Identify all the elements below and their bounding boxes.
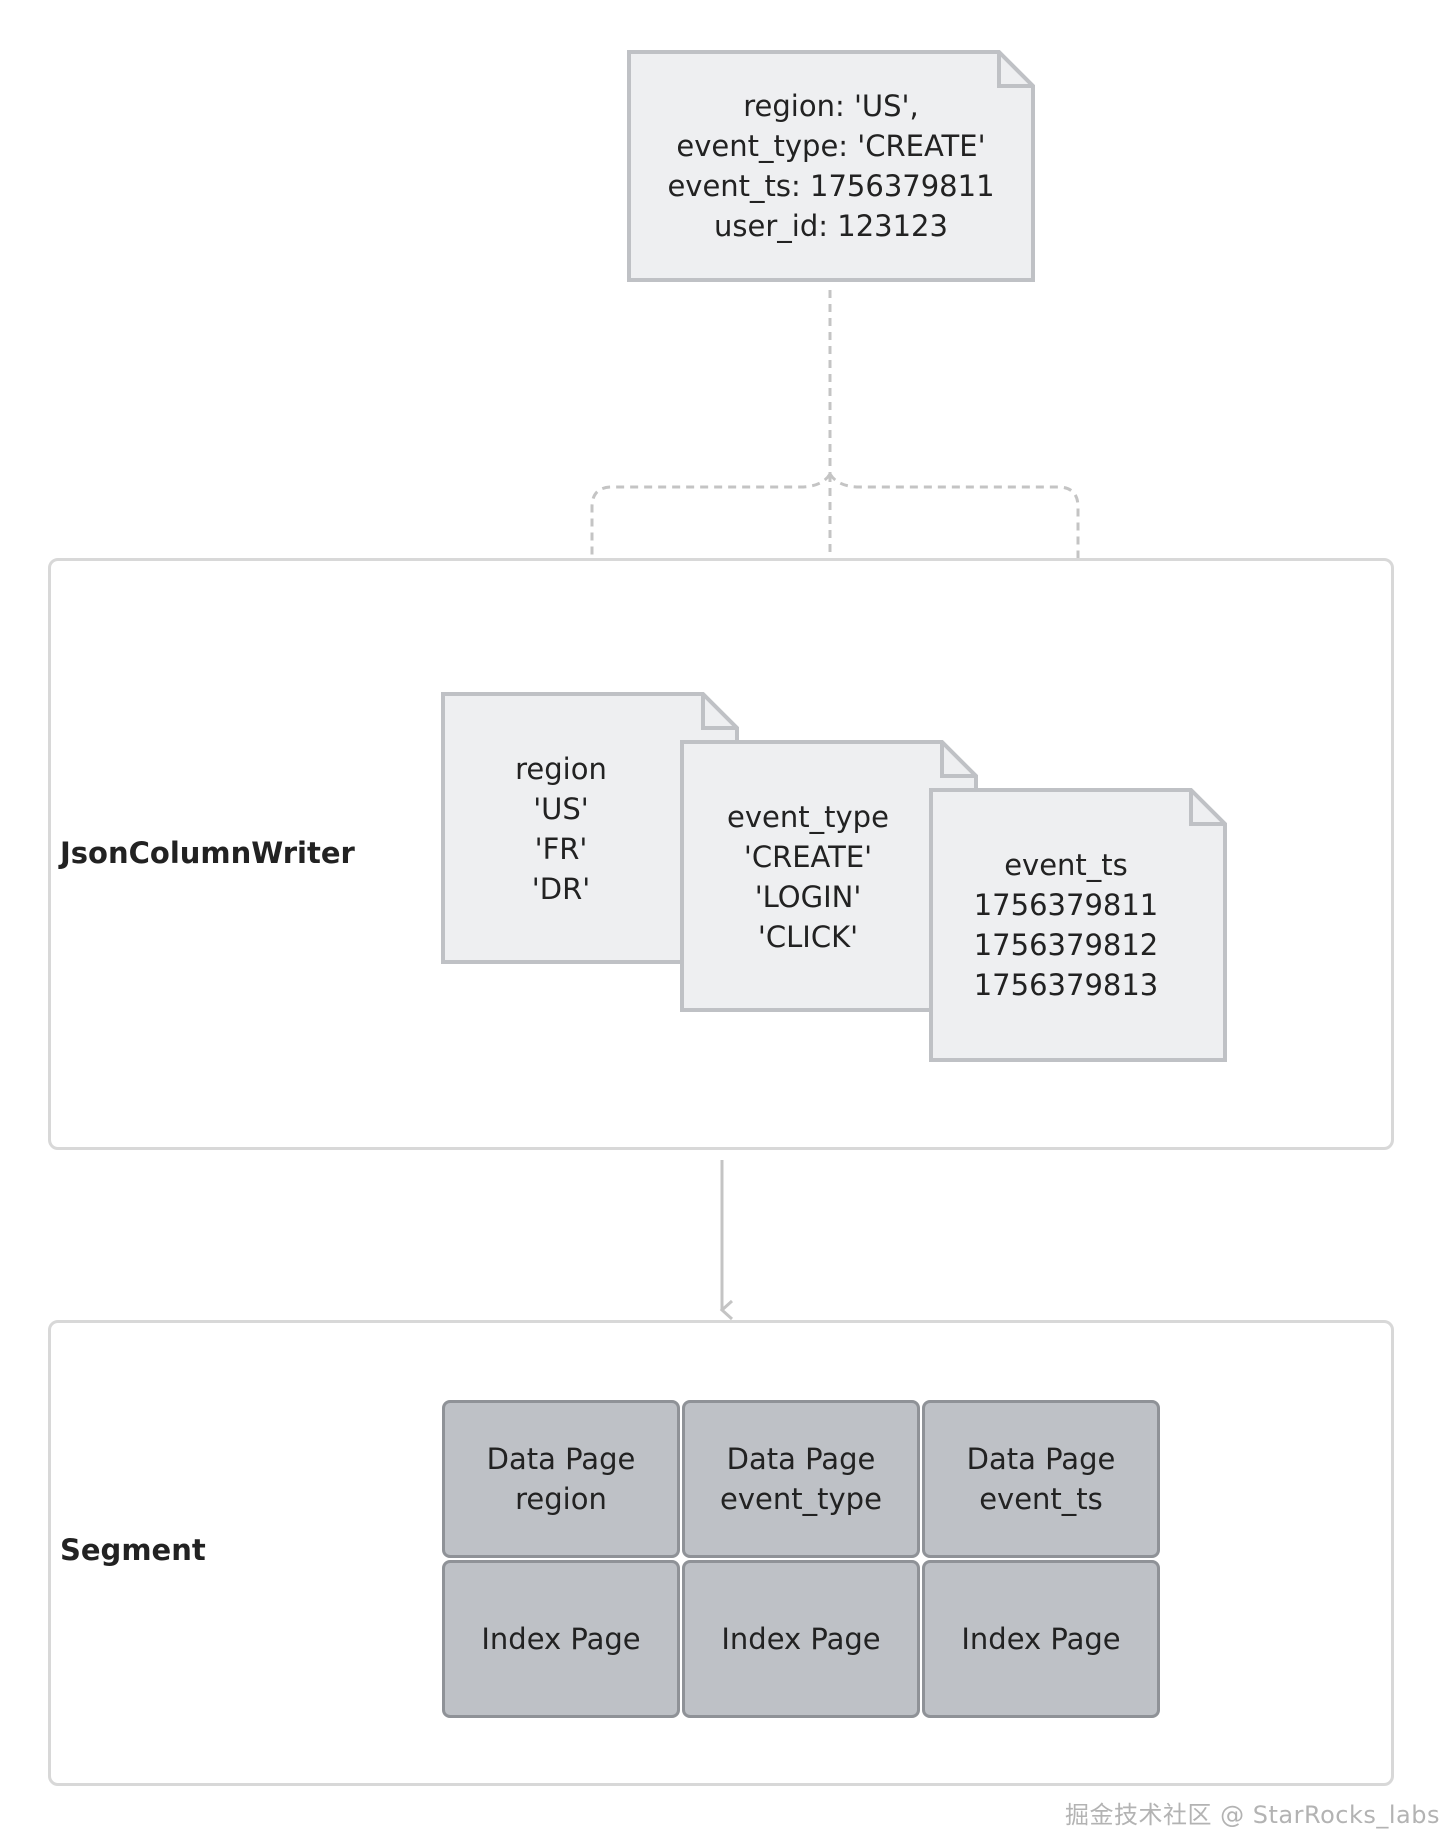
source-record-doc: region: 'US', event_type: 'CREATE' event… <box>627 50 1035 282</box>
index-page-label: Index Page <box>481 1622 641 1656</box>
source-line: event_type: 'CREATE' <box>676 129 986 163</box>
column-value: 1756379812 <box>973 928 1159 962</box>
column-value: 'CREATE' <box>743 840 873 874</box>
watermark-text: 掘金技术社区 @ StarRocks_labs <box>1065 1801 1440 1829</box>
column-value: 1756379813 <box>973 968 1159 1002</box>
index-page-event-ts: Index Page <box>922 1560 1160 1718</box>
data-page-title: Data Page <box>726 1442 876 1476</box>
writer-group-label: JsonColumnWriter <box>60 836 355 870</box>
data-page-column: event_type <box>720 1482 882 1516</box>
source-line: user_id: 123123 <box>714 209 948 243</box>
column-header: event_type <box>727 800 889 834</box>
segment-group-label: Segment <box>60 1533 206 1567</box>
column-doc-text: region 'US' 'FR' 'DR' <box>441 749 681 909</box>
doc-shape <box>627 50 1035 282</box>
column-value: 'CLICK' <box>757 920 859 954</box>
data-page-column: region <box>515 1482 607 1516</box>
index-page-label: Index Page <box>961 1622 1121 1656</box>
doc-shape <box>929 788 1227 1062</box>
column-value: 'DR' <box>531 872 591 906</box>
index-page-event-type: Index Page <box>682 1560 920 1718</box>
source-line: event_ts: 1756379811 <box>667 169 995 203</box>
data-page-title: Data Page <box>486 1442 636 1476</box>
source-line: region: 'US', <box>743 89 919 123</box>
source-record-text: region: 'US', event_type: 'CREATE' event… <box>627 86 1035 246</box>
column-value: 1756379811 <box>973 888 1159 922</box>
dashed-connector-event-ts <box>828 473 1090 791</box>
data-page-event-ts: Data Page event_ts <box>922 1400 1160 1558</box>
data-page-region: Data Page region <box>442 1400 680 1558</box>
column-doc-text: event_ts 1756379811 1756379812 175637981… <box>929 845 1203 1005</box>
column-header: region <box>515 752 607 786</box>
column-doc-event-ts: event_ts 1756379811 1756379812 175637981… <box>929 788 1227 1062</box>
data-page-column: event_ts <box>979 1482 1103 1516</box>
column-doc-region: region 'US' 'FR' 'DR' <box>441 692 739 964</box>
index-page-label: Index Page <box>721 1622 881 1656</box>
column-value: 'FR' <box>534 832 588 866</box>
data-page-title: Data Page <box>966 1442 1116 1476</box>
index-page-region: Index Page <box>442 1560 680 1718</box>
column-doc-text: event_type 'CREATE' 'LOGIN' 'CLICK' <box>680 797 936 957</box>
column-value: 'LOGIN' <box>754 880 862 914</box>
data-page-event-type: Data Page event_type <box>682 1400 920 1558</box>
column-value: 'US' <box>533 792 589 826</box>
column-header: event_ts <box>1004 848 1128 882</box>
